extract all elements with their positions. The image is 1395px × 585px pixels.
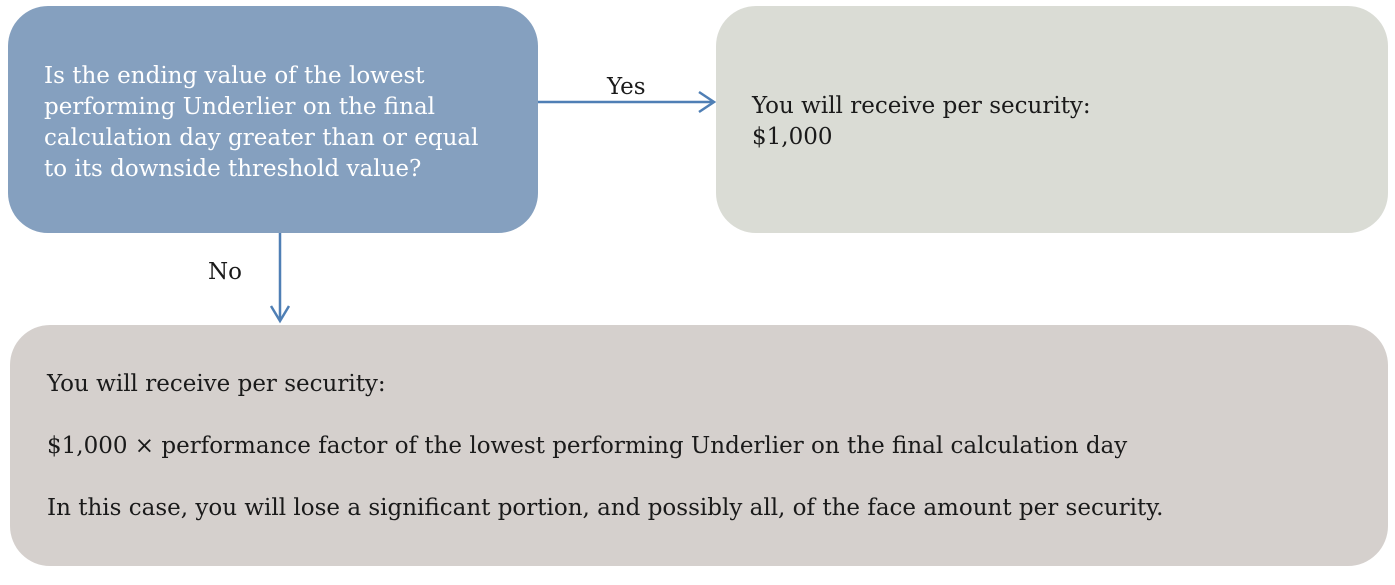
question-box: Is the ending value of the lowest perfor… xyxy=(8,6,538,233)
no-outcome-formula: $1,000 × performance factor of the lowes… xyxy=(47,433,1128,459)
yes-outcome-box: You will receive per security: $1,000 xyxy=(716,6,1388,233)
yes-outcome-line1: You will receive per security: xyxy=(752,93,1091,119)
no-outcome-box: You will receive per security: $1,000 × … xyxy=(10,325,1388,566)
question-text: Is the ending value of the lowest perfor… xyxy=(44,63,479,182)
no-outcome-warning: In this case, you will lose a significan… xyxy=(47,495,1164,521)
no-label: No xyxy=(208,259,242,285)
no-outcome-line1: You will receive per security: xyxy=(47,371,386,397)
yes-outcome-amount: $1,000 xyxy=(752,124,833,150)
yes-arrow-head xyxy=(698,90,717,114)
no-arrow-head xyxy=(269,305,291,324)
yes-label: Yes xyxy=(607,74,646,100)
